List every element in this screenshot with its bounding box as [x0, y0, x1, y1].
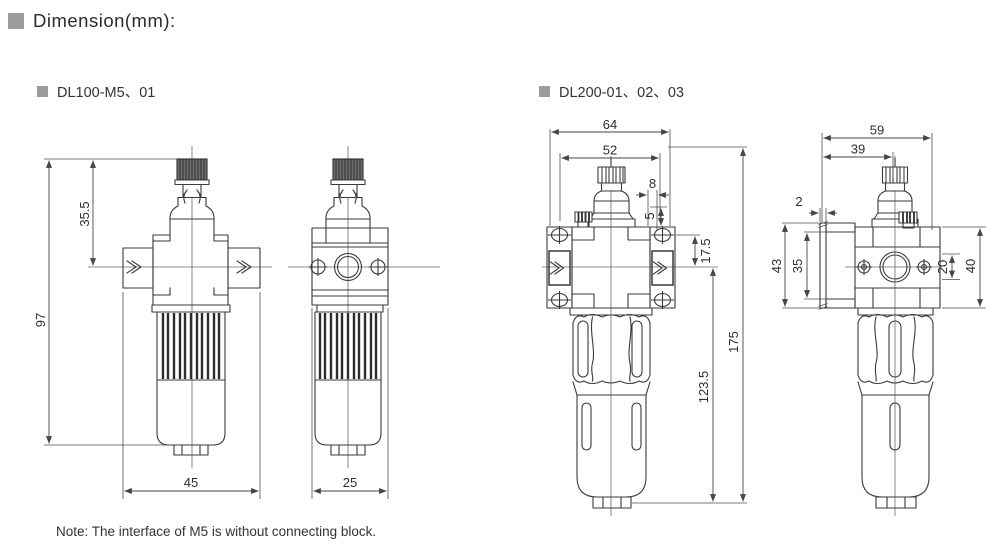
dimensions: 25 [311, 308, 389, 499]
bonnet [169, 183, 215, 242]
dim-35: 35 [790, 259, 805, 273]
centerlines [88, 146, 272, 468]
knob [881, 157, 909, 184]
dimensions: 97 35.5 45 [33, 158, 261, 499]
dim-5: 5 [642, 212, 657, 219]
dl200-front-view: 64 52 8 5 17.5 123.5 175 [542, 117, 747, 516]
knob [174, 158, 210, 186]
flow-arrow-right-icon [236, 260, 252, 274]
dimensions: 64 52 8 5 17.5 123.5 175 [549, 117, 747, 504]
drain [875, 496, 917, 509]
dim-17-5: 17.5 [698, 238, 713, 263]
dl100-front-view: 97 35.5 45 [33, 146, 272, 499]
dimensions: 59 39 2 43 35 20 40 [769, 123, 986, 309]
dim-175: 175 [726, 331, 741, 353]
port-circle [879, 251, 911, 283]
dim-25: 25 [343, 475, 357, 490]
knob [330, 158, 366, 186]
flange-screw-bottom-right-icon [650, 290, 675, 310]
dim-40: 40 [963, 259, 978, 273]
dl100-bullet-icon [37, 86, 48, 97]
flange-screw-top-left-icon [547, 225, 572, 245]
bowl [569, 307, 653, 509]
sight-slot [888, 320, 902, 378]
flow-arrow-right-icon [652, 261, 668, 275]
drain [173, 444, 209, 456]
title-bullet-icon [8, 13, 24, 29]
dim-123-5: 123.5 [696, 371, 711, 404]
dim-35-5: 35.5 [77, 201, 92, 226]
bowl [857, 307, 934, 509]
dim-20: 20 [935, 260, 950, 274]
bonnet [325, 183, 371, 229]
dim-39: 39 [851, 142, 865, 157]
dl100-label-text: DL100-M5、01 [57, 85, 156, 101]
dl200-bullet-icon [539, 86, 550, 97]
port-circle [333, 252, 363, 282]
sight-slot [889, 402, 901, 451]
sight-slot [631, 320, 643, 378]
dl200-label-text: DL200-01、02、03 [559, 85, 684, 101]
oil-adjust-screw [574, 211, 593, 228]
page-title: Dimension(mm): [8, 10, 176, 32]
bowl [151, 304, 231, 456]
dim-97: 97 [33, 313, 48, 327]
dim-43: 43 [769, 259, 784, 273]
dim-45: 45 [184, 475, 198, 490]
dim-59: 59 [870, 123, 884, 138]
screw-left-icon [855, 258, 873, 276]
flow-arrow-left-icon [549, 261, 565, 275]
bonnet [587, 182, 636, 228]
mounting-bracket [818, 221, 856, 310]
bowl [314, 304, 384, 456]
section-label-dl200: DL200-01、02、03 [539, 81, 684, 102]
flow-arrow-left-icon [126, 260, 142, 274]
flange-screw-bottom-left-icon [547, 290, 572, 310]
drain [330, 444, 366, 456]
knob [597, 157, 626, 184]
drain [592, 496, 632, 509]
body-block [308, 227, 389, 306]
sight-slot [581, 402, 592, 451]
sight-slot [631, 402, 642, 451]
screw-right-icon [915, 258, 933, 276]
oil-adjust-screw [898, 211, 918, 229]
dim-2: 2 [795, 194, 802, 209]
section-label-dl100: DL100-M5、01 [37, 81, 155, 102]
dl100-side-view: 25 [288, 146, 440, 499]
dim-52: 52 [603, 143, 617, 158]
centerlines [542, 156, 718, 516]
dim-64: 64 [603, 117, 617, 132]
screw-right-icon [368, 257, 388, 277]
sight-slot [577, 320, 589, 378]
flange-screw-top-right-icon [650, 225, 675, 245]
page-title-text: Dimension(mm): [33, 10, 176, 31]
centerlines [288, 146, 440, 468]
body-block [854, 226, 941, 309]
screw-left-icon [308, 257, 328, 277]
dim-8: 8 [649, 176, 656, 191]
footnote: Note: The interface of M5 is without con… [56, 524, 377, 539]
dl200-side-view: 59 39 2 43 35 20 40 [769, 123, 986, 516]
body-block [122, 234, 261, 306]
centerlines [845, 156, 942, 516]
